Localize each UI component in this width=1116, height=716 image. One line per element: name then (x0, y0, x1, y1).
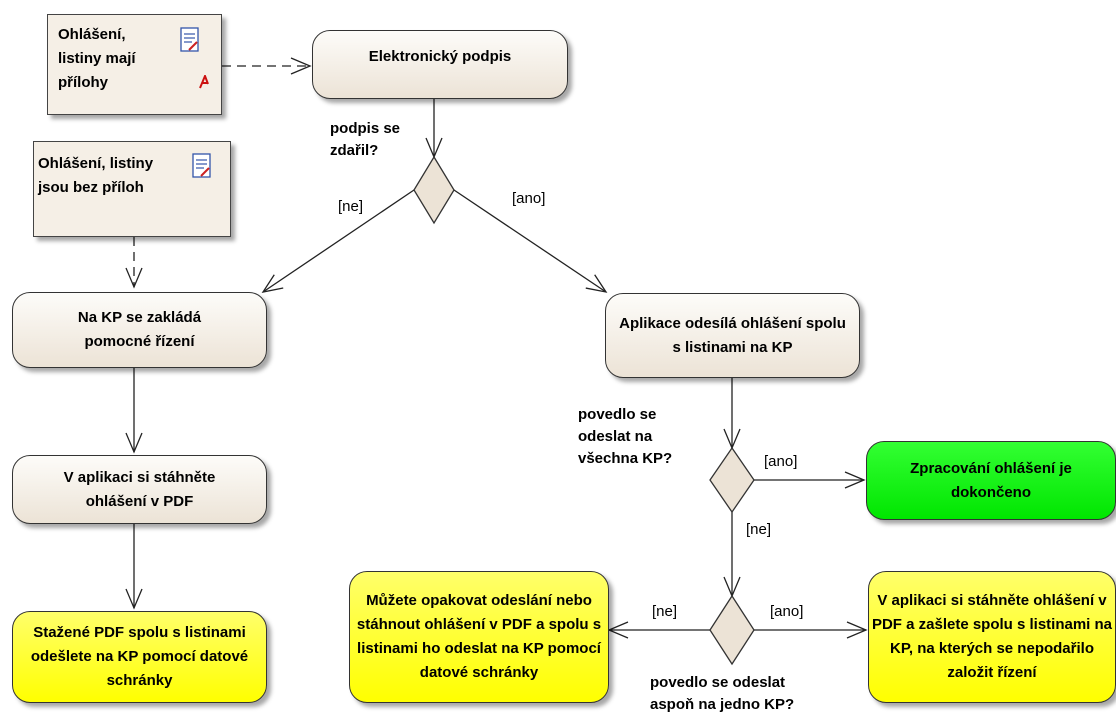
final-send-pdf-databox-label: Stažené PDF spolu s listinami odešlete n… (30, 624, 249, 689)
guard-d1-no: [ne] (338, 198, 364, 215)
final-retry-or-download-label: Můžete opakovat odeslání nebo stáhnout o… (356, 592, 602, 681)
decision-signature-diamond (413, 155, 455, 225)
activity-download-pdf-label: V aplikaci si stáhněte ohlášení v PDF (63, 468, 216, 510)
final-retry-or-download: Můžete opakovat odeslání nebo stáhnout o… (349, 571, 609, 703)
guard-d2-no: [ne] (746, 521, 772, 538)
decision-signature-label: podpis se zdařil? (330, 120, 401, 159)
guard-d1-yes: [ano] (512, 190, 546, 207)
activity-aux-proceeding-label: Na KP se zakládá pomocné řízení (77, 309, 202, 350)
activity-download-pdf: V aplikaci si stáhněte ohlášení v PDF (12, 455, 267, 524)
activity-aux-proceeding: Na KP se zakládá pomocné řízení (12, 292, 267, 368)
final-download-for-failed: V aplikaci si stáhněte ohlášení v PDF a … (868, 571, 1116, 703)
final-download-for-failed-label: V aplikaci si stáhněte ohlášení v PDF a … (871, 592, 1113, 681)
decision-sent-one-label: povedlo se odeslat aspoň na jedno KP? (650, 674, 795, 713)
final-processing-complete: Zpracování ohlášení je dokončeno (866, 441, 1116, 520)
activity-electronic-signature: Elektronický podpis (312, 30, 568, 99)
guard-d2-yes: [ano] (764, 453, 798, 470)
guard-d3-no: [ne] (652, 603, 678, 620)
decision-sent-all-diamond (709, 446, 755, 514)
guard-d3-yes: [ano] (770, 603, 804, 620)
final-send-pdf-databox: Stažené PDF spolu s listinami odešlete n… (12, 611, 267, 703)
attachment-icon (199, 75, 209, 89)
activity-app-sends-label: Aplikace odesílá ohlášení spolu s listin… (619, 314, 846, 356)
decision-sent-one-diamond (709, 594, 755, 666)
activity-app-sends: Aplikace odesílá ohlášení spolu s listin… (605, 293, 860, 378)
note-without-attachments-text: Ohlášení, listiny jsou bez příloh (38, 155, 154, 196)
decision1-no-edge (261, 189, 415, 293)
decision1-yes-edge (453, 189, 608, 293)
document-icon (180, 27, 199, 52)
note-with-attachments-text: Ohlášení, listiny mají přílohy (58, 26, 136, 91)
note-with-attachments: Ohlášení, listiny mají přílohy (47, 14, 222, 115)
document-icon (192, 153, 211, 178)
final-processing-complete-label: Zpracování ohlášení je dokončeno (910, 459, 1072, 501)
note-without-attachments: Ohlášení, listiny jsou bez příloh (33, 141, 231, 237)
activity-electronic-signature-label: Elektronický podpis (368, 48, 512, 65)
decision-sent-all-label: povedlo se odeslat na všechna KP? (578, 406, 673, 467)
